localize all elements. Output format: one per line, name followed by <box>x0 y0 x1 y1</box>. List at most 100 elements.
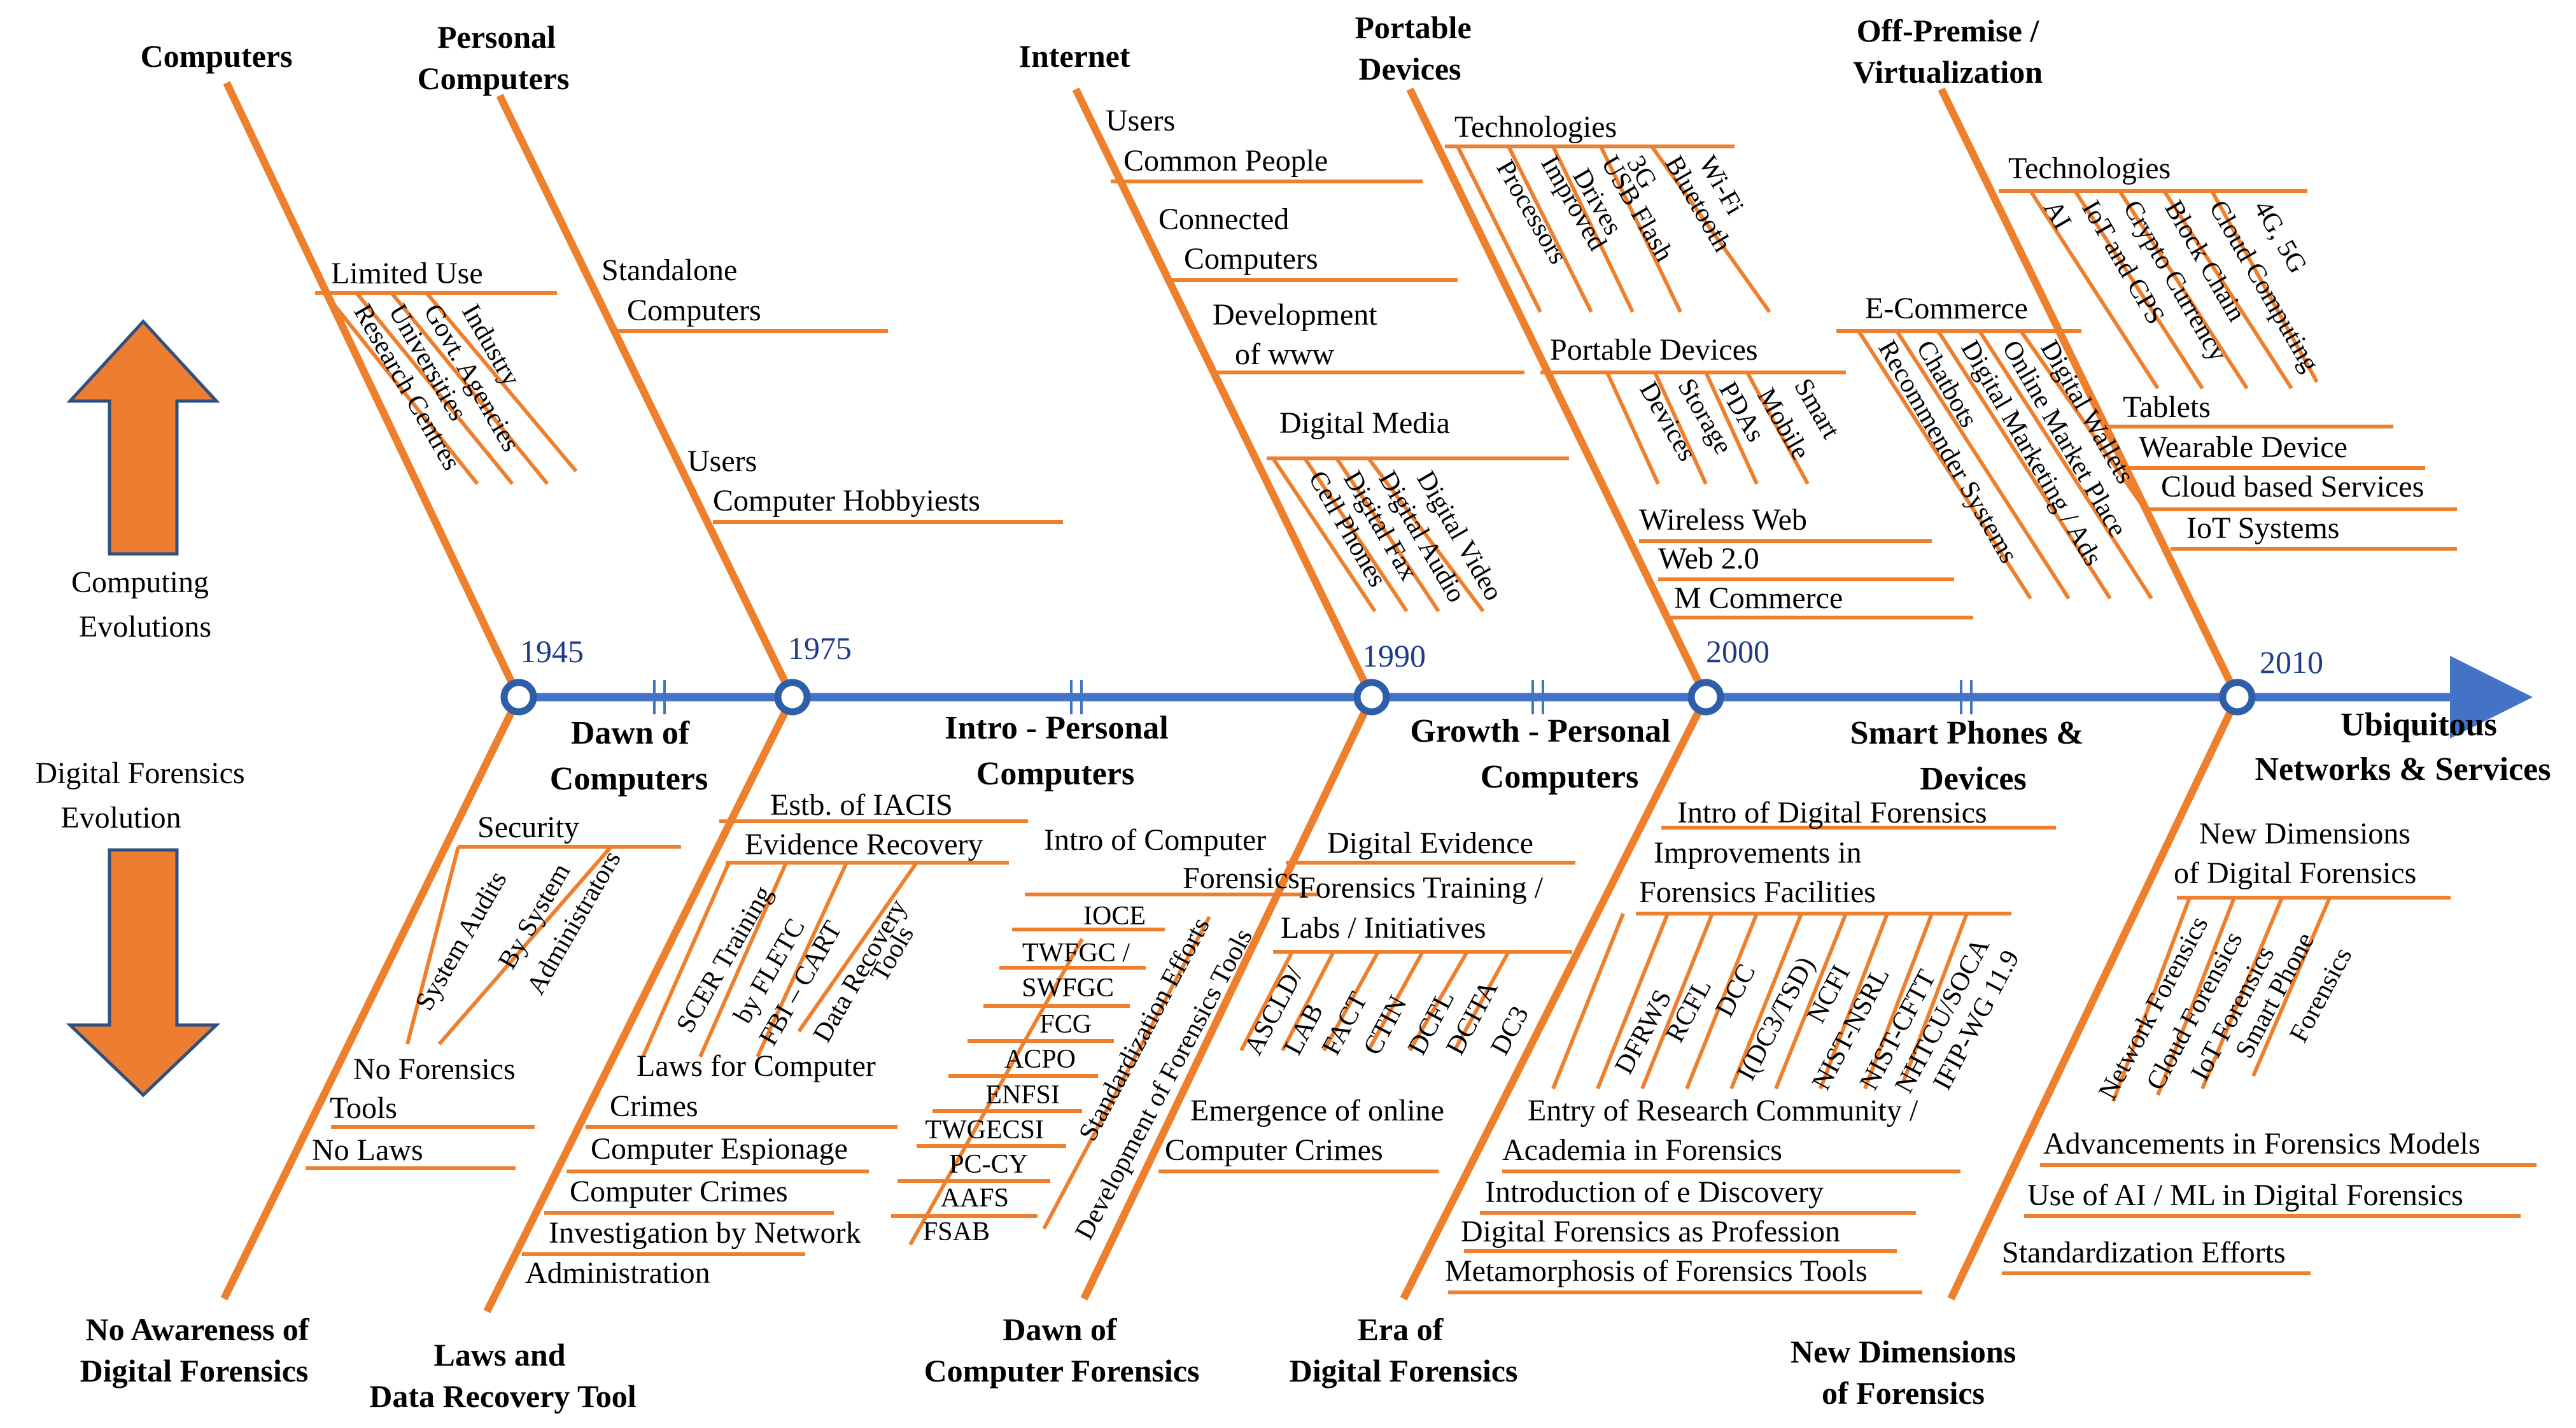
category-title-internet: Internet <box>1019 38 1130 74</box>
branch-label: Metamorphosis of Forensics Tools <box>1445 1254 1868 1288</box>
category-title-new-dimensions: New Dimensions <box>1791 1334 2016 1369</box>
org-label: ENFSI <box>985 1080 1060 1110</box>
branch-label: Forensics Facilities <box>1639 875 1876 909</box>
branch-label: Wearable Device <box>2139 430 2347 464</box>
org-label: TWGECSI <box>925 1115 1044 1145</box>
category-title-dawn-cf: Dawn of <box>1003 1311 1118 1347</box>
branch-label: Digital Media <box>1279 406 1450 440</box>
up-arrow-icon <box>66 319 220 556</box>
branch-label: Tablets <box>2123 390 2211 424</box>
branch-label: No Laws <box>312 1133 423 1167</box>
branch-label: Computers <box>627 293 761 327</box>
main-bones <box>220 81 2241 1313</box>
branch-label: Connected <box>1158 202 1289 236</box>
down-arrow-icon <box>66 848 221 1098</box>
category-title-computers: Computers <box>141 38 293 74</box>
branch-label: Estb. of IACIS <box>770 788 953 822</box>
year-label: 1945 <box>520 633 584 669</box>
category-title-new-dimensions: of Forensics <box>1822 1375 1985 1411</box>
branch-label: Computer Hobbyiests <box>713 484 980 518</box>
side-label-forensics: Digital Forensics <box>35 756 244 790</box>
branch-label: Improvements in <box>1654 836 1862 870</box>
era-label: Devices <box>1920 761 2026 797</box>
era-label: Dawn of <box>571 715 690 751</box>
category-title-era-df: Era of <box>1358 1311 1444 1347</box>
branch-label: Users <box>687 444 757 478</box>
era-label: Growth - Personal <box>1410 713 1670 749</box>
side-label-computing: Evolutions <box>79 610 211 644</box>
year-node <box>2219 679 2256 716</box>
branch-label: of Digital Forensics <box>2174 856 2416 890</box>
branch-label: Digital Evidence <box>1327 826 1533 860</box>
category-title-laws: Laws and <box>433 1337 565 1373</box>
timeline-axis <box>519 656 2533 739</box>
org-label: FSAB <box>923 1217 990 1247</box>
branch-label: Computer Espionage <box>591 1132 848 1166</box>
category-title-portable: Devices <box>1358 51 1461 87</box>
branch-label: Wireless Web <box>1639 503 1807 537</box>
branch-label: Standalone <box>602 253 737 287</box>
branch-label: Security <box>477 810 579 844</box>
branch-label: Use of AI / ML in Digital Forensics <box>2027 1178 2463 1212</box>
branch-label: Crimes <box>610 1089 698 1123</box>
year-label: 1990 <box>1362 638 1426 674</box>
year-label: 2000 <box>1706 633 1770 669</box>
branch-label: Laws for Computer <box>637 1049 876 1083</box>
category-title-portable: Portable <box>1355 10 1471 45</box>
side-label-forensics: Evolution <box>60 801 181 835</box>
branch-label: M Commerce <box>1674 581 1843 615</box>
year-node <box>774 679 811 716</box>
branch-label: Administration <box>525 1256 710 1290</box>
branch-label: Computers <box>1184 242 1318 276</box>
branch-label: Intro of Computer <box>1044 823 1266 857</box>
era-label: Ubiquitous <box>2340 707 2497 743</box>
branch-label: Investigation by Network <box>549 1216 861 1250</box>
branch-label: Technologies <box>2008 152 2171 185</box>
era-label: Smart Phones & <box>1850 715 2084 751</box>
category-title-no-awareness: Digital Forensics <box>80 1353 309 1389</box>
category-title-offpremise: Virtualization <box>1853 54 2043 90</box>
branch-label: Digital Forensics as Profession <box>1461 1215 1840 1248</box>
branch-sub-label: AI <box>2038 195 2077 234</box>
year-label: 2010 <box>2260 644 2323 680</box>
branch-label: Evidence Recovery <box>745 828 983 861</box>
branch-label: IoT Systems <box>2186 511 2339 545</box>
facility-label: DCC <box>1710 959 1761 1022</box>
branch-label: Tools <box>330 1091 397 1125</box>
branch-label: Computer Crimes <box>1165 1133 1383 1167</box>
era-label: Computers <box>550 761 708 797</box>
org-label: SWFGC <box>1022 973 1114 1003</box>
branch-label: Portable Devices <box>1550 333 1758 367</box>
branch-label: Standardization Efforts <box>2002 1236 2286 1269</box>
branch-label: E-Commerce <box>1865 292 2028 325</box>
branch-label: Intro of Digital Forensics <box>1677 796 1987 830</box>
branch-label: of www <box>1235 337 1334 371</box>
branch-label: Users <box>1106 104 1175 138</box>
category-title-dawn-cf: Computer Forensics <box>924 1353 1200 1389</box>
branch-label: Labs / Initiatives <box>1281 911 1486 945</box>
branch-label: Web 2.0 <box>1658 542 1759 576</box>
branch-label: Advancements in Forensics Models <box>2043 1127 2481 1161</box>
branch-label: Technologies <box>1454 110 1617 144</box>
era-label: Intro - Personal <box>945 710 1168 746</box>
branch-label: No Forensics <box>353 1052 516 1086</box>
era-label: Computers <box>1481 759 1638 795</box>
org-label: TWFGC / <box>1022 938 1130 968</box>
category-title-personal-computers: Computers <box>418 60 570 96</box>
branch-label: Introduction of e Discovery <box>1485 1175 1824 1209</box>
branch-label: Entry of Research Community / <box>1528 1094 1918 1128</box>
category-title-no-awareness: No Awareness of <box>86 1311 310 1347</box>
org-label: FCG <box>1039 1010 1092 1039</box>
branch-label: New Dimensions <box>2199 817 2411 851</box>
branch-lines <box>306 145 2537 1294</box>
year-node <box>1687 679 1724 716</box>
branch-label: Development <box>1213 298 1377 332</box>
branch-label: Forensics <box>1183 861 1300 895</box>
year-node <box>500 679 537 716</box>
category-title-offpremise: Off-Premise / <box>1857 13 2040 48</box>
era-label: Networks & Services <box>2255 751 2551 788</box>
org-label: ACPO <box>1004 1045 1076 1074</box>
branch-label: Common People <box>1123 144 1328 178</box>
org-label: PC-CY <box>949 1150 1028 1179</box>
